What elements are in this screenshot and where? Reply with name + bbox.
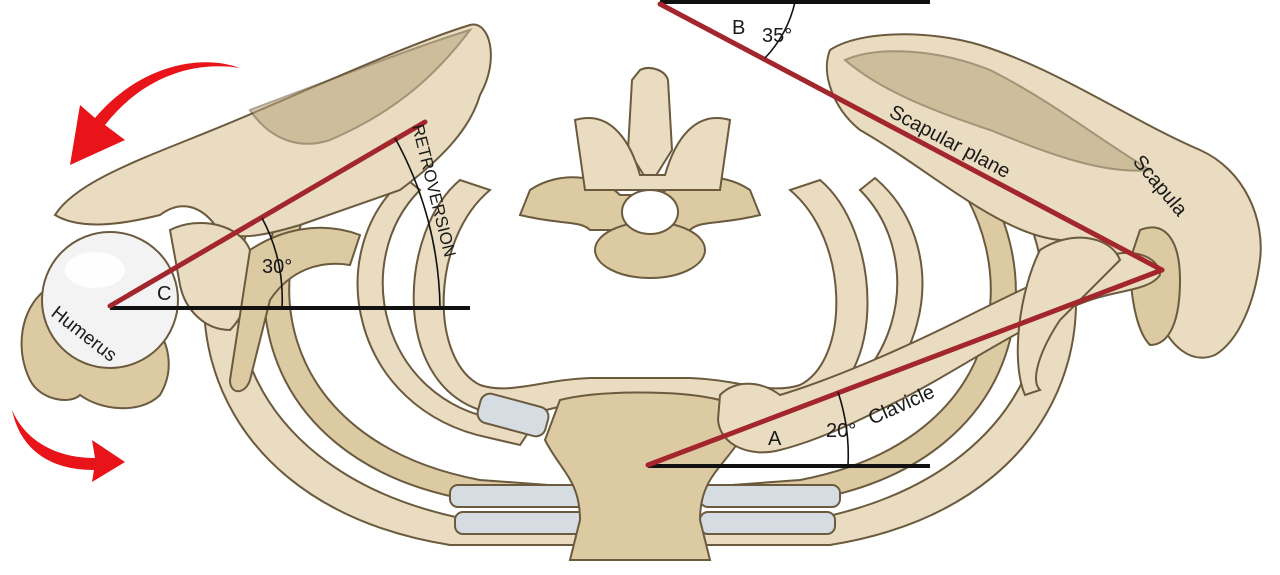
scapula-neck-right xyxy=(1016,236,1122,397)
costal-cartilage-left-3 xyxy=(476,392,550,438)
angle-arc-b-35 xyxy=(764,1,796,59)
vertebral-foramen xyxy=(621,189,679,235)
vertebra xyxy=(518,67,762,279)
scapular-plane-line xyxy=(657,1,1165,273)
label-b: B xyxy=(732,17,745,39)
costal-cartilage-left-1 xyxy=(449,484,591,508)
right-scapula-spine-shadow xyxy=(843,50,1154,172)
rib-inner xyxy=(356,176,532,447)
left-coracoid xyxy=(228,226,362,393)
label-angle-a: 20° xyxy=(826,420,856,442)
vertebra-spinous-process xyxy=(626,67,674,187)
costal-cartilage-right-1 xyxy=(699,484,841,508)
humerus: Humerus xyxy=(20,231,179,410)
sternum xyxy=(543,391,742,561)
left-scapula xyxy=(53,23,492,393)
rotation-arrows xyxy=(12,62,240,482)
retroversion-arc xyxy=(394,137,441,309)
label-angle-c: 30° xyxy=(262,256,292,278)
costal-cartilage-right-2 xyxy=(699,511,836,535)
left-scapula-spine-shadow xyxy=(248,28,473,145)
angle-arc-c-30 xyxy=(261,217,284,309)
clavicle-axis-line xyxy=(645,267,1165,468)
vertebra-lamina xyxy=(573,117,732,191)
label-a: A xyxy=(768,428,782,450)
humeral-retroversion-line xyxy=(107,119,428,309)
label-angle-b: 35° xyxy=(762,25,792,47)
label-c: C xyxy=(157,283,171,305)
angle-lines xyxy=(107,1,1165,468)
humeral-head-shine xyxy=(65,252,125,288)
internal-rotation-arrow xyxy=(70,62,240,165)
external-rotation-arrow xyxy=(12,410,125,482)
angle-arcs xyxy=(261,1,850,467)
angle-arc-a-20 xyxy=(837,391,850,467)
costal-cartilage-left-2 xyxy=(454,511,591,535)
